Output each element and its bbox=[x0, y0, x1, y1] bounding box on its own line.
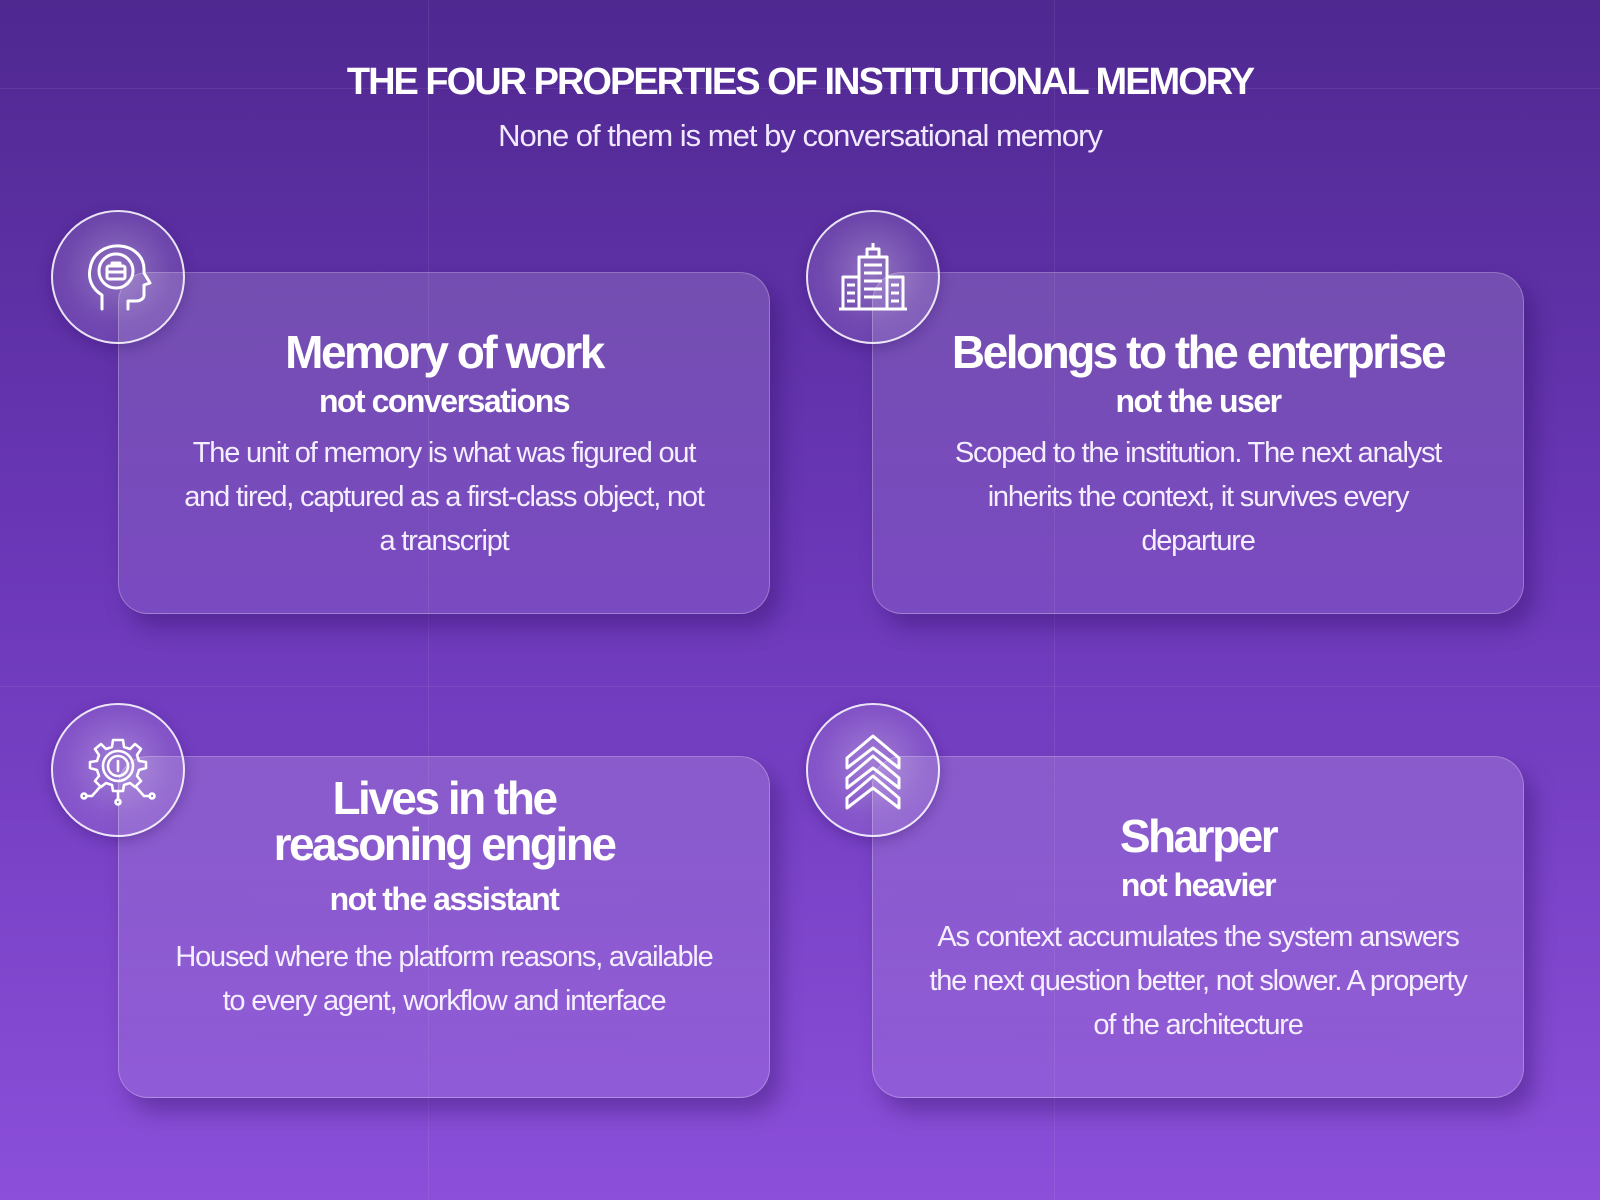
card-title: Belongs to the enterprise bbox=[951, 326, 1447, 378]
gear-circuit-icon bbox=[51, 703, 185, 837]
grid-line bbox=[0, 686, 1600, 687]
chevrons-up-icon bbox=[806, 703, 940, 837]
card-subtitle: not conversations bbox=[318, 383, 571, 419]
card-description: The unit of memory is what was figured o… bbox=[184, 437, 705, 557]
card-description: Housed where the platform reasons, avail… bbox=[175, 941, 713, 1017]
page-title: THE FOUR PROPERTIES OF INSTITUTIONAL MEM… bbox=[346, 61, 1255, 103]
card-title: Sharper bbox=[1119, 810, 1279, 862]
card-subtitle: not heavier bbox=[1120, 867, 1277, 903]
property-card-memory-of-work: Memory of work not conversations The uni… bbox=[118, 272, 770, 614]
grid-line bbox=[428, 0, 429, 1200]
property-card-reasoning-engine: Lives in the reasoning engine not the as… bbox=[118, 756, 770, 1098]
property-card-sharper: Sharper not heavier As context accumulat… bbox=[872, 756, 1524, 1098]
card-subtitle: not the assistant bbox=[329, 881, 560, 917]
property-card-enterprise: Belongs to the enterprise not the user S… bbox=[872, 272, 1524, 614]
grid-line bbox=[0, 88, 1600, 89]
card-title: Memory of work bbox=[285, 326, 605, 378]
header: THE FOUR PROPERTIES OF INSTITUTIONAL MEM… bbox=[0, 58, 1600, 156]
head-briefcase-icon bbox=[51, 210, 185, 344]
building-icon bbox=[806, 210, 940, 344]
grid-line bbox=[1054, 0, 1055, 1200]
card-description: As context accumulates the system answer… bbox=[929, 921, 1467, 1041]
page-subtitle: None of them is met by conversational me… bbox=[498, 118, 1103, 153]
card-title: Lives in the reasoning engine bbox=[273, 772, 617, 870]
card-description: Scoped to the institution. The next anal… bbox=[954, 437, 1443, 557]
card-subtitle: not the user bbox=[1115, 383, 1282, 419]
